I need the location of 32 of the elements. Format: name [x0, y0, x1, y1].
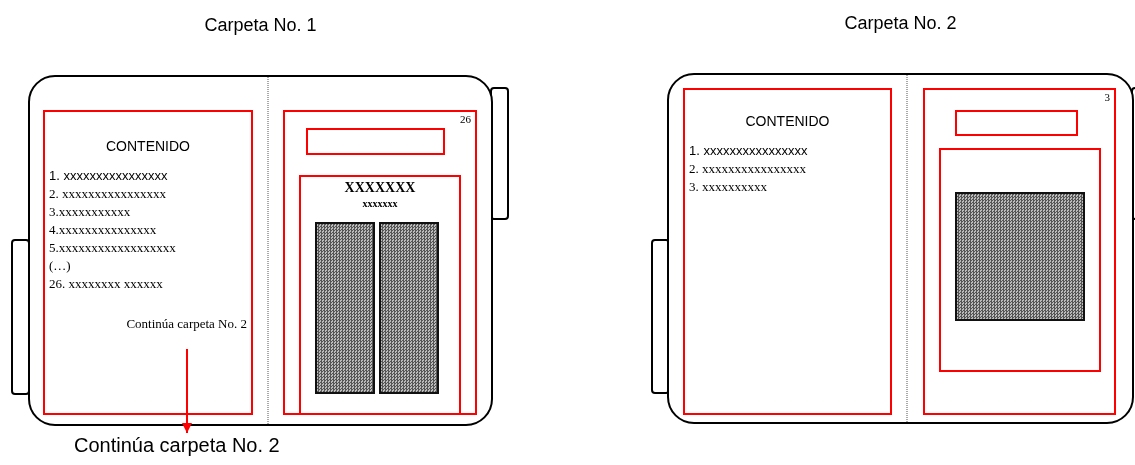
list-item: 3.xxxxxxxxxxx	[49, 203, 131, 221]
list-item: (…)	[49, 257, 71, 275]
list-item: 3. xxxxxxxxxx	[689, 178, 767, 196]
shaded-panel	[315, 222, 375, 394]
page-frame	[43, 110, 253, 415]
cover-subtitle: xxxxxxx	[362, 198, 398, 209]
list-item: 2. xxxxxxxxxxxxxxxx	[49, 185, 166, 203]
arrow	[182, 348, 192, 434]
title-frame	[306, 128, 445, 155]
cover-title: XXXXXXX	[344, 180, 416, 196]
title-frame	[955, 110, 1078, 136]
list-item: 1. xxxxxxxxxxxxxxxx	[49, 167, 168, 185]
section-heading: CONTENIDO	[106, 137, 190, 155]
content-frame	[299, 175, 461, 415]
continuation-label: Continúa carpeta No. 2	[74, 434, 280, 457]
content-frame	[939, 148, 1101, 372]
list-item: 5.xxxxxxxxxxxxxxxxxx	[49, 239, 176, 257]
list-item: 4.xxxxxxxxxxxxxxx	[49, 221, 157, 239]
shaded-panel	[379, 222, 439, 394]
page-number: 26	[460, 113, 471, 125]
page-frame	[683, 88, 892, 415]
section-heading: CONTENIDO	[745, 112, 830, 130]
page-frame	[923, 88, 1116, 415]
page-frame	[283, 110, 477, 415]
page-number: 3	[1104, 91, 1110, 103]
list-item: 2. xxxxxxxxxxxxxxxx	[689, 160, 806, 178]
list-item: 26. xxxxxxxx xxxxxx	[49, 275, 163, 293]
folder-heading: Carpeta No. 1	[203, 15, 318, 36]
continuation-note: Continúa carpeta No. 2	[126, 315, 247, 333]
shaded-panel	[955, 192, 1085, 321]
list-item: 1. xxxxxxxxxxxxxxxx	[689, 142, 808, 160]
folder-heading: Carpeta No. 2	[843, 13, 958, 34]
